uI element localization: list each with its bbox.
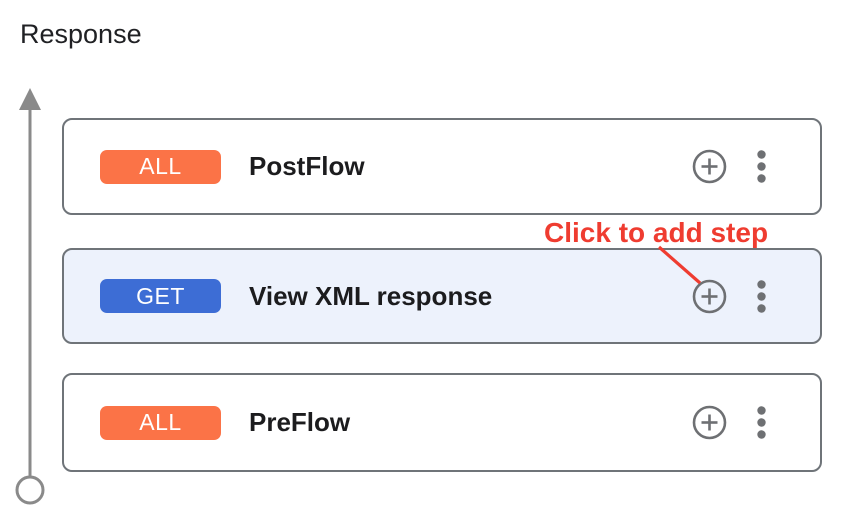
method-badge: ALL — [100, 405, 221, 440]
more-options-button[interactable] — [757, 279, 766, 313]
up-arrow-icon — [19, 88, 41, 477]
more-options-button[interactable] — [757, 406, 766, 439]
circle-endpoint-icon — [15, 475, 45, 505]
kebab-menu-icon — [757, 150, 766, 183]
more-options-button[interactable] — [757, 150, 766, 183]
kebab-menu-icon — [757, 279, 766, 313]
flow-name: PreFlow — [249, 407, 351, 437]
flow-name: View XML response — [249, 280, 493, 311]
flow-direction-arrow — [15, 88, 45, 505]
add-step-button[interactable] — [692, 149, 727, 184]
plus-circle-icon — [692, 149, 727, 184]
method-badge: GET — [100, 279, 221, 313]
page-title: Response — [20, 19, 142, 49]
flow-card-view-xml-response[interactable]: GET View XML response — [62, 248, 822, 344]
flow-card-postflow[interactable]: ALL PostFlow — [62, 118, 822, 215]
method-badge: ALL — [100, 149, 221, 184]
kebab-menu-icon — [757, 406, 766, 439]
response-flow-list: ALL PostFlow GET View XML response — [62, 118, 822, 478]
flow-name: PostFlow — [249, 151, 365, 181]
plus-circle-icon — [692, 405, 727, 440]
add-step-button[interactable] — [692, 405, 727, 440]
add-step-button[interactable] — [692, 279, 727, 314]
flow-card-preflow[interactable]: ALL PreFlow — [62, 373, 822, 472]
annotation-click-to-add-step: Click to add step — [544, 217, 769, 248]
plus-circle-icon — [692, 279, 727, 313]
